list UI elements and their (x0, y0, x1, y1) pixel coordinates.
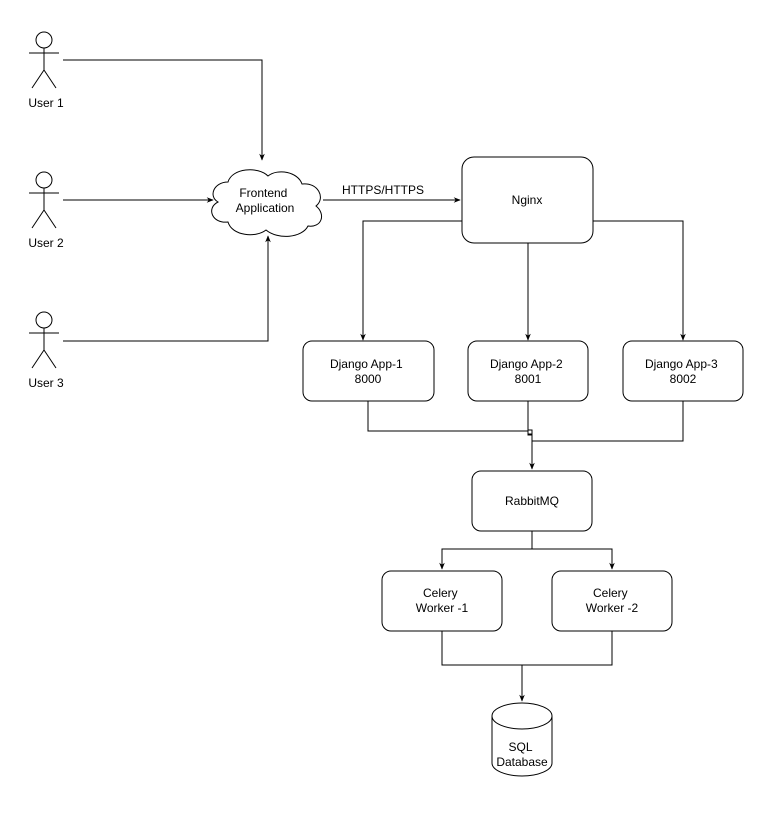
connection-label: HTTPS/HTTPS (342, 183, 424, 197)
edge-app1-queue (367, 401, 532, 432)
django-app-2: Django App-2 8001 (467, 340, 589, 402)
user-icon (29, 31, 59, 89)
edge-user3-frontend (63, 235, 271, 342)
edge-app2-queue (527, 401, 535, 470)
app-label: Django App-2 8001 (490, 357, 566, 386)
frontend-cloud: Frontend Application (211, 169, 323, 237)
nginx-label: Nginx (512, 193, 543, 207)
sql-database: SQL Database (491, 702, 553, 777)
actor-user3: User 3 (28, 311, 64, 390)
edge-user1-frontend (63, 59, 265, 161)
user-icon (29, 171, 59, 229)
actor-label: User 1 (28, 96, 64, 110)
actor-label: User 2 (28, 236, 64, 250)
nginx-node: Nginx (461, 156, 594, 244)
celery-worker-2: Celery Worker -2 (551, 570, 673, 632)
worker-label: Celery Worker -2 (586, 586, 639, 615)
database-icon (491, 702, 553, 777)
user-icon (29, 311, 59, 369)
edge-queue-worker2 (532, 548, 615, 570)
app-label: Django App-1 8000 (330, 357, 406, 386)
edge-nginx-app3 (593, 220, 686, 341)
edge-junction (527, 429, 533, 435)
actor-user2: User 2 (28, 171, 64, 250)
connectors (63, 59, 686, 702)
django-app-1: Django App-1 8000 (302, 340, 435, 402)
database-label: SQL Database (496, 740, 548, 769)
app-label: Django App-3 8002 (645, 357, 721, 386)
frontend-label: Frontend Application (236, 186, 295, 215)
actor-label: User 3 (28, 376, 64, 390)
actor-user1: User 1 (28, 31, 64, 110)
edge-nginx-app1 (360, 220, 462, 341)
edge-workers-database (441, 631, 613, 666)
queue-label: RabbitMQ (505, 494, 559, 508)
edge-queue-worker1 (439, 548, 532, 570)
cloud-icon (211, 169, 323, 237)
celery-worker-1: Celery Worker -1 (381, 570, 503, 632)
django-app-3: Django App-3 8002 (622, 340, 744, 402)
edge-app3-queue (532, 401, 684, 442)
rabbitmq-node: RabbitMQ (471, 470, 593, 532)
worker-label: Celery Worker -1 (416, 586, 469, 615)
